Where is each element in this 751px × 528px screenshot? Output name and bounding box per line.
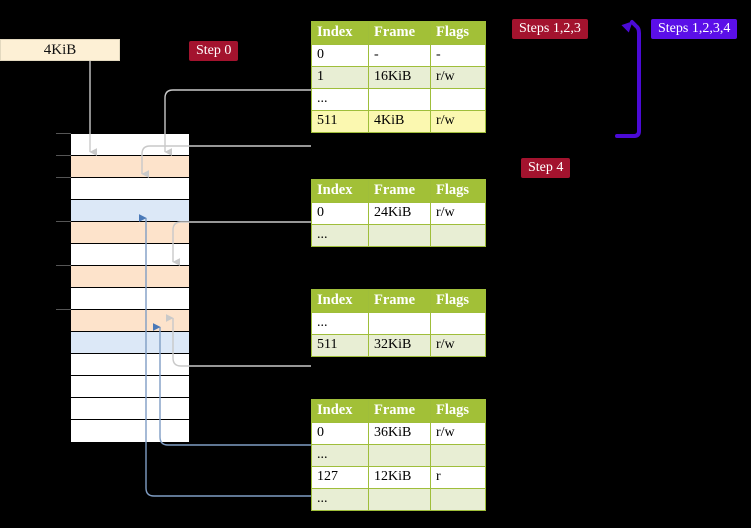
- cell-index: ...: [311, 88, 369, 111]
- physical-memory-grid: [56, 133, 190, 442]
- column-header-flags: Flags: [430, 399, 486, 423]
- cell-flags: [430, 224, 486, 247]
- memory-frame-row: [71, 354, 189, 376]
- cell-flags: r/w: [430, 66, 486, 89]
- cell-flags: r/w: [430, 422, 486, 445]
- cell-index: ...: [311, 444, 369, 467]
- cell-frame: [368, 488, 431, 511]
- label-steps-1234: Steps 1,2,3,4: [651, 19, 738, 39]
- cell-index: 511: [311, 334, 369, 357]
- cell-index: 511: [311, 110, 369, 133]
- cell-index: 0: [311, 44, 369, 67]
- label-step-4: Step 4: [521, 158, 571, 178]
- column-header-index: Index: [311, 289, 369, 313]
- memory-frame-row: [71, 332, 189, 354]
- cell-frame: 24KiB: [368, 202, 431, 225]
- memory-frame-row: [56, 221, 189, 244]
- frame-tick-mark: [56, 155, 71, 156]
- column-header-index: Index: [311, 399, 369, 423]
- table-row: ...: [311, 444, 486, 467]
- frame-tick-mark: [56, 309, 71, 310]
- cell-flags: [430, 488, 486, 511]
- column-header-frame: Frame: [368, 399, 431, 423]
- memory-frame-row: [71, 200, 189, 222]
- cell-frame: 16KiB: [368, 66, 431, 89]
- memory-frame-row: [56, 309, 189, 332]
- cell-frame: [368, 444, 431, 467]
- size-tag-4kib: 4KiB: [0, 39, 120, 61]
- column-header-frame: Frame: [368, 179, 431, 203]
- memory-frame-row: [56, 265, 189, 288]
- table-row: ...: [311, 312, 486, 335]
- cell-frame: [368, 88, 431, 111]
- memory-frame-row: [71, 420, 189, 442]
- cell-frame: [368, 312, 431, 335]
- memory-frame-row: [71, 244, 189, 266]
- frame-tick-mark: [56, 265, 71, 266]
- cell-index: 0: [311, 202, 369, 225]
- frame-tick-mark: [56, 221, 71, 222]
- cell-index: 0: [311, 422, 369, 445]
- bracket-steps-1234: [615, 20, 641, 138]
- cell-frame: 12KiB: [368, 466, 431, 489]
- cell-flags: r/w: [430, 202, 486, 225]
- cell-flags: r: [430, 466, 486, 489]
- memory-frame-row: [71, 376, 189, 398]
- column-header-flags: Flags: [430, 289, 486, 313]
- connector-level2-511-to-grid: [166, 314, 311, 367]
- memory-frame-row: [56, 177, 189, 200]
- table-row: 0--: [311, 44, 486, 67]
- column-header-flags: Flags: [430, 179, 486, 203]
- cell-flags: [430, 88, 486, 111]
- cell-flags: r/w: [430, 334, 486, 357]
- frame-tick-mark: [56, 177, 71, 178]
- label-steps-123: Steps 1,2,3: [512, 19, 588, 39]
- memory-frame-row: [56, 155, 189, 178]
- cell-flags: -: [430, 44, 486, 67]
- cell-frame: 32KiB: [368, 334, 431, 357]
- cell-flags: [430, 312, 486, 335]
- cell-frame: -: [368, 44, 431, 67]
- cell-index: ...: [311, 312, 369, 335]
- cell-frame: [368, 224, 431, 247]
- cell-frame: 4KiB: [368, 110, 431, 133]
- cell-index: ...: [311, 488, 369, 511]
- column-header-index: Index: [311, 179, 369, 203]
- column-header-frame: Frame: [368, 21, 431, 45]
- table-row: ...: [311, 488, 486, 511]
- connector-level3-0-to-grid: [172, 221, 311, 266]
- table-row: ...: [311, 224, 486, 247]
- memory-frame-row: [71, 288, 189, 310]
- column-header-flags: Flags: [430, 21, 486, 45]
- cell-index: 127: [311, 466, 369, 489]
- memory-frame-row: [71, 398, 189, 420]
- cell-flags: r/w: [430, 110, 486, 133]
- cell-index: 1: [311, 66, 369, 89]
- cell-index: ...: [311, 224, 369, 247]
- frame-tick-mark: [56, 133, 71, 134]
- cell-frame: 36KiB: [368, 422, 431, 445]
- column-header-frame: Frame: [368, 289, 431, 313]
- memory-frame-row: [56, 133, 189, 156]
- table-row: ...: [311, 88, 486, 111]
- label-step-0: Step 0: [189, 41, 239, 61]
- column-header-index: Index: [311, 21, 369, 45]
- cell-flags: [430, 444, 486, 467]
